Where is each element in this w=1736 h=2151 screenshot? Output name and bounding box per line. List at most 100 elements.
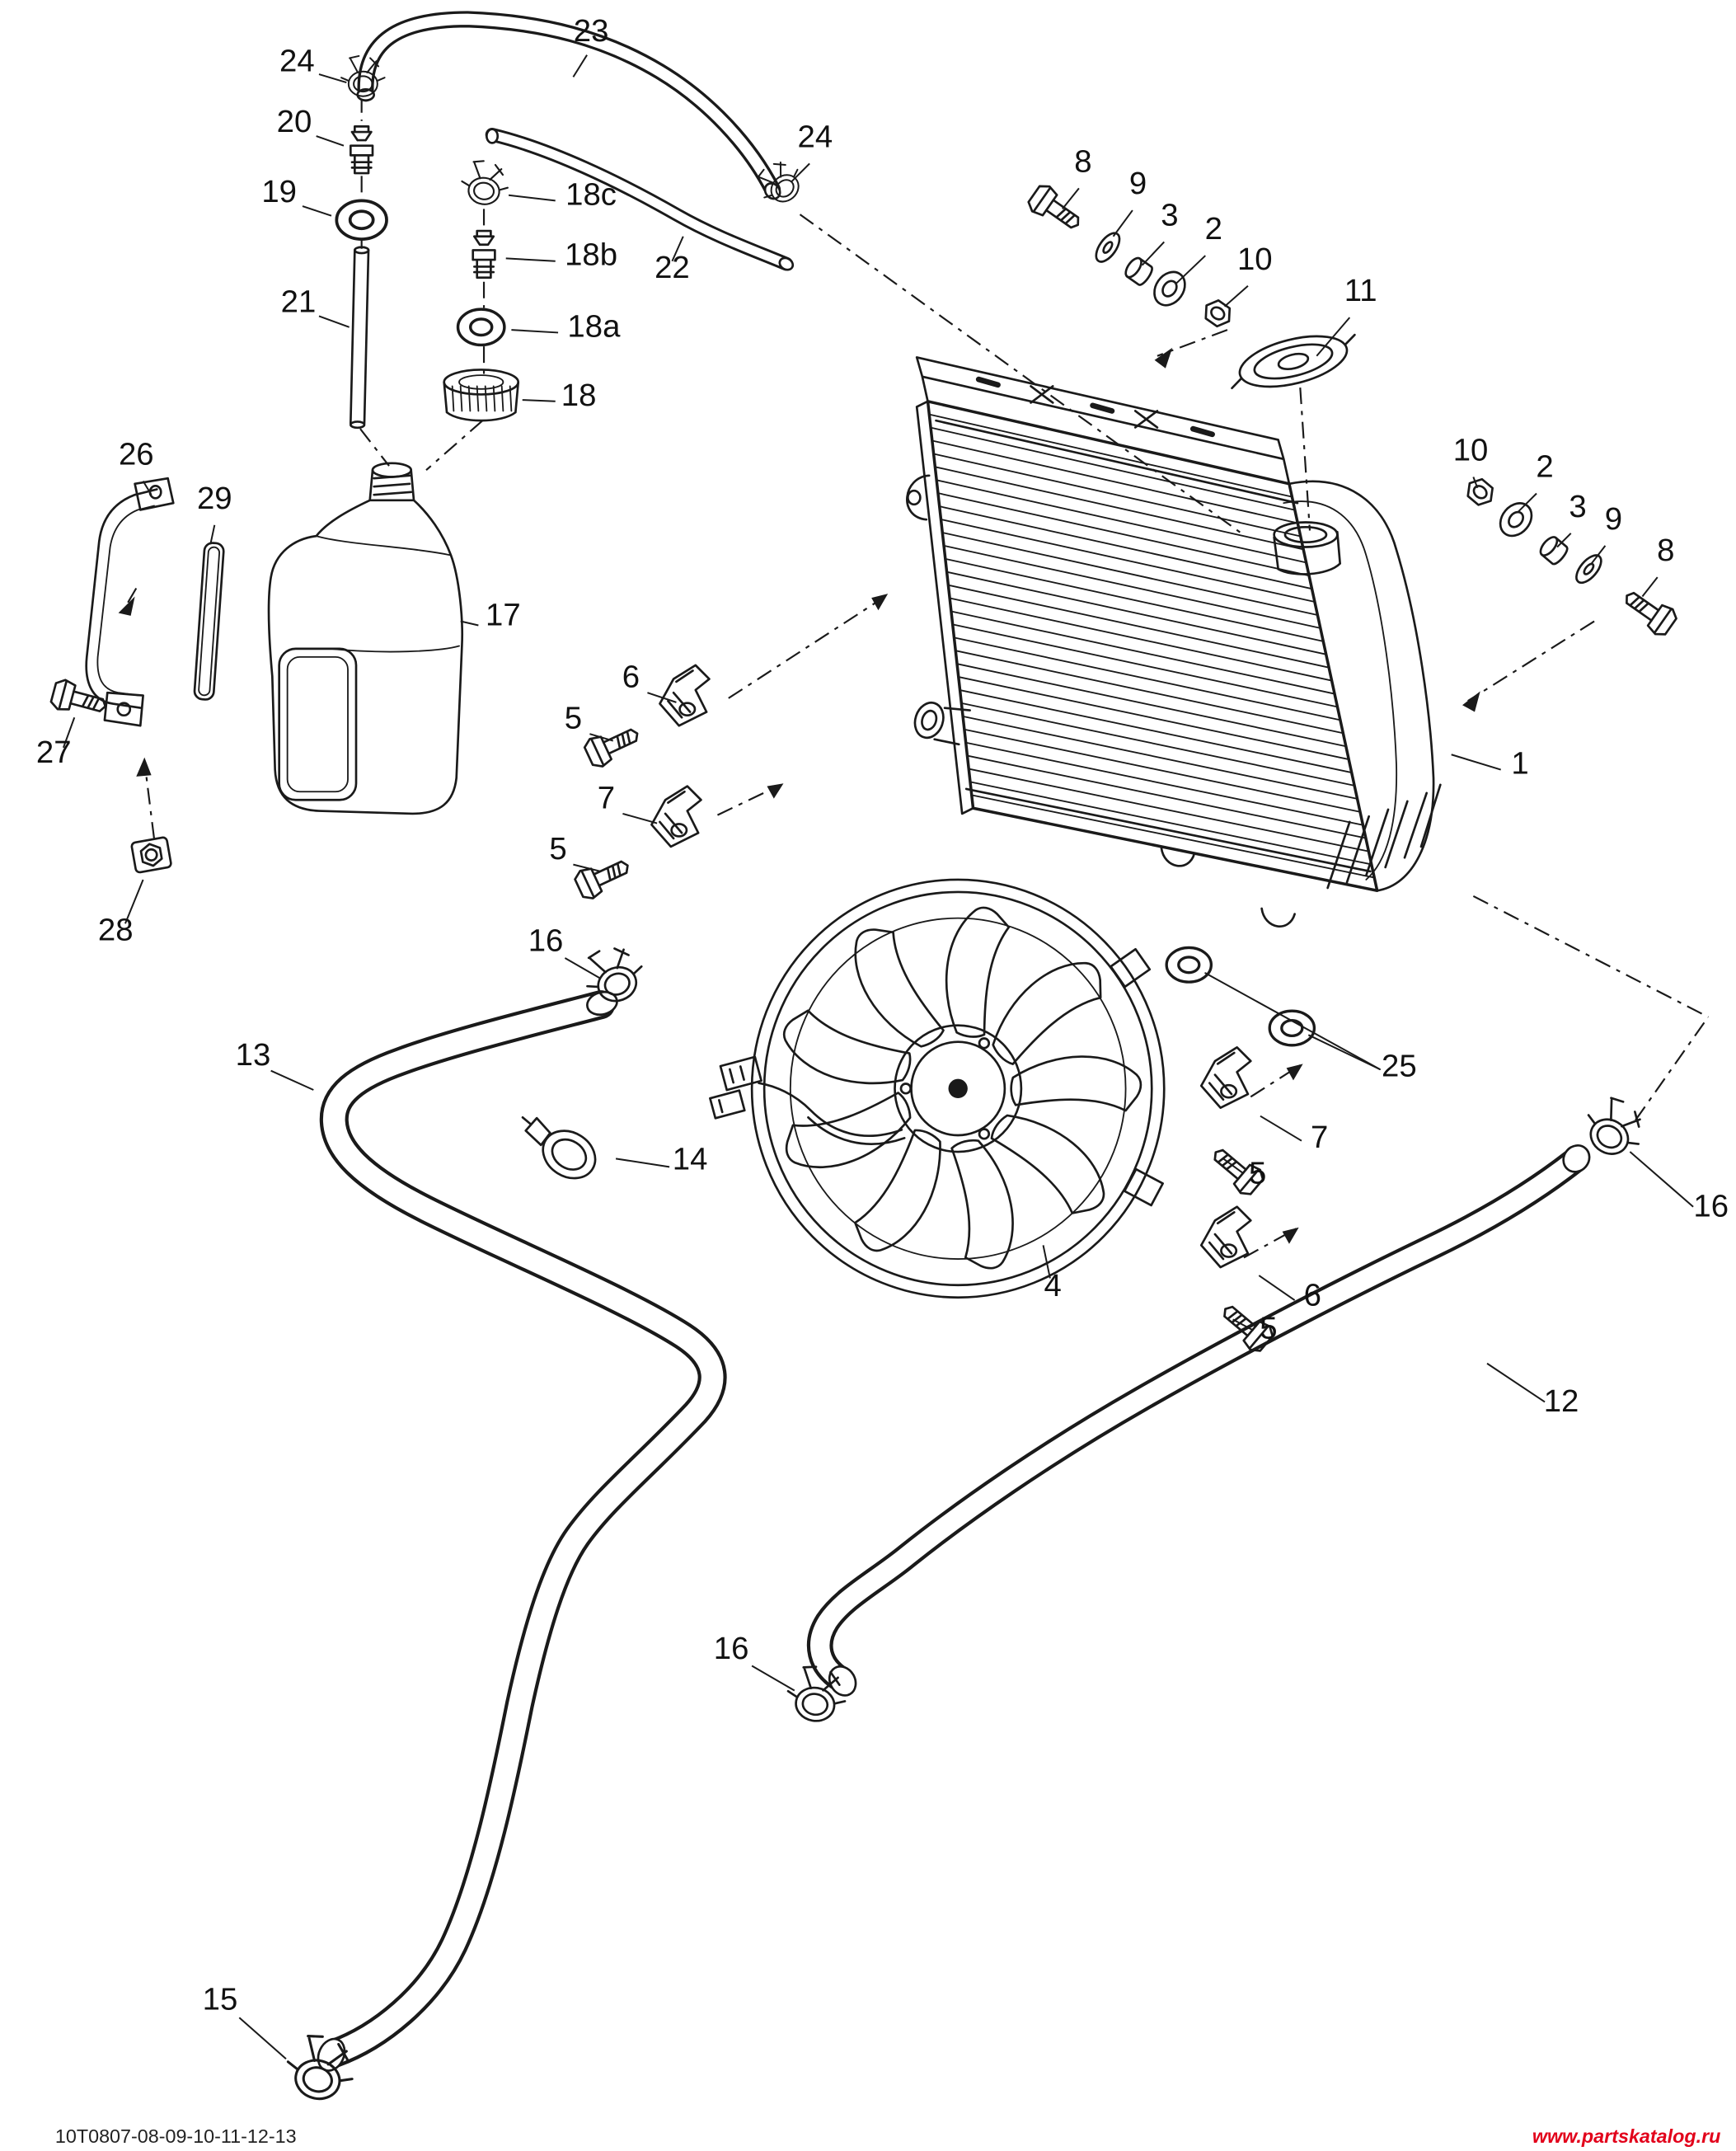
fan-connector [709,1055,906,1145]
callout-6: 6 [1304,1278,1321,1313]
brackets-and-bolts [571,664,1278,1356]
bracket-6 [659,664,711,727]
callout-13: 13 [236,1037,271,1073]
callout-26: 26 [119,436,154,472]
leader-5 [1232,1318,1255,1331]
radiator-cap [1231,333,1356,390]
callout-16: 16 [1693,1188,1729,1223]
callout-11: 11 [1344,273,1377,308]
leader-8 [1062,187,1080,210]
washer-9 [1090,228,1125,267]
leader-5 [573,863,601,872]
drawing-code: 10T0807-08-09-10-11-12-13 [55,2125,297,2147]
callout-23: 23 [574,13,609,49]
nut-28 [130,836,172,874]
callout-17: 17 [486,598,521,633]
callout-5: 5 [1249,1155,1266,1191]
callout-2: 2 [1536,449,1553,484]
flange-x-marks [1030,385,1159,429]
leader-22 [671,236,684,262]
leader-6 [647,692,677,703]
hose-12 [806,1144,1591,1697]
washer-9 [1570,550,1607,589]
callout-3: 3 [1161,197,1178,232]
leader-1 [1451,754,1501,771]
leader-23 [572,54,588,77]
strip-29 [193,542,225,701]
callout-20: 20 [277,104,312,139]
bolt-8 [1616,582,1681,641]
callout-18: 18 [561,378,597,413]
leader-2 [1516,492,1537,514]
leader-9 [1112,209,1133,237]
callout-4: 4 [1044,1268,1062,1303]
nut-10 [1462,473,1499,511]
leader-3 [1556,533,1572,548]
reservoir-cap-18 [443,369,520,422]
clamp-18c [458,157,512,209]
leader-25 [1307,1034,1381,1070]
leader-10 [1223,285,1249,308]
radiator [906,356,1442,928]
radiator-fins [928,413,1376,879]
callout-29: 29 [197,481,232,516]
callout-7: 7 [598,780,615,815]
leader-5 [589,733,614,742]
callout-18a: 18a [567,308,621,344]
callout-18c: 18c [565,176,617,212]
leader-9 [1590,545,1607,565]
callout-7: 7 [1311,1120,1328,1155]
leader-11 [1316,317,1351,357]
leader-16 [564,957,602,979]
callout-1: 1 [1511,746,1528,782]
hose-23 [356,11,781,200]
leader-24 [791,162,810,182]
callout-19: 19 [261,174,297,209]
bolt-5 [571,850,636,904]
callout-12: 12 [1544,1383,1579,1419]
callout-8: 8 [1657,533,1674,568]
leader-7 [1260,1115,1302,1142]
hose-22 [485,128,795,271]
callout-10: 10 [1237,242,1273,277]
flange-slots [975,376,1215,438]
bracket-7 [650,785,702,848]
watermark: www.partskatalog.ru [1532,2125,1721,2147]
leader-15 [238,2017,287,2060]
leader-17 [460,620,479,627]
leader-24 [318,73,347,83]
callout-24: 24 [797,119,833,154]
grommet-2 [1147,265,1193,312]
grommet-19 [335,199,388,241]
callout-27: 27 [36,735,72,770]
filler-neck [1273,521,1341,575]
leader-10 [1472,477,1479,489]
leader-16 [751,1665,795,1692]
callout-18b: 18b [565,237,617,273]
leader-27 [62,716,76,749]
leader-5 [1222,1158,1245,1175]
side-tank-ribs [1326,783,1442,890]
leader-26 [142,480,152,495]
callout-15: 15 [203,1981,238,2017]
callout-5: 5 [1260,1311,1277,1346]
reservoir-tank [267,462,463,815]
fan-mount-tab [1123,1167,1164,1207]
callout-3: 3 [1569,489,1586,524]
leader-13 [270,1069,314,1091]
grommet-2 [1492,495,1540,543]
callout-14: 14 [673,1142,708,1177]
fitting-18b [472,229,496,279]
callout-8: 8 [1074,143,1091,179]
leader-28 [124,879,144,924]
leader-18b [505,257,556,262]
callout-9: 9 [1605,501,1622,537]
callout-5: 5 [549,831,566,867]
leader-12 [1486,1362,1546,1403]
callout-5: 5 [565,701,582,736]
leader-6 [1258,1275,1296,1301]
leader-19 [302,205,332,217]
spacer-3 [1121,254,1156,289]
